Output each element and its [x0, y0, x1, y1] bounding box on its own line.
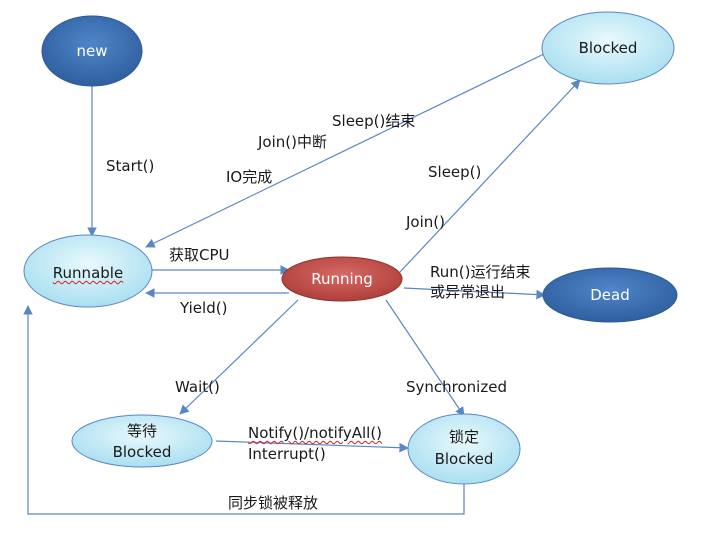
- node-dead: [542, 267, 678, 323]
- edge-label-wait: Wait(): [175, 378, 220, 396]
- edge-label-release-lock: 同步锁被释放: [228, 494, 319, 512]
- node-blocked-top: [541, 11, 675, 85]
- node-running: [281, 256, 403, 302]
- edge-label-synchronized: Synchronized: [406, 378, 507, 396]
- edge-label-io-done: IO完成: [226, 168, 273, 186]
- edge-label-interrupt: Interrupt(): [248, 445, 326, 463]
- node-runnable: [23, 234, 153, 308]
- edge-notify: [215, 440, 409, 453]
- node-wait-blocked: [71, 414, 213, 468]
- edge-label-run-end-2: 或异常退出: [430, 283, 506, 301]
- edge-label-sleep: Sleep(): [428, 163, 482, 181]
- edge-label-notify: Notify()/notifyAll(): [248, 424, 382, 442]
- edge-synchronized: [385, 299, 465, 417]
- edge-label-sleep-end: Sleep()结束: [332, 112, 416, 130]
- edge-blocked-to-runnable: [145, 51, 549, 248]
- edge-running-to-blocked: [399, 79, 581, 273]
- notify-text: Notify()/notifyAll(): [248, 424, 383, 442]
- edge-run-end: [403, 287, 546, 300]
- edge-label-join-interrupt: Join()中断: [258, 133, 327, 151]
- edge-release-lock: [23, 305, 465, 515]
- edge-label-get-cpu: 获取CPU: [169, 246, 230, 264]
- node-lock-blocked: [407, 413, 521, 485]
- edge-label-start: Start(): [106, 157, 155, 175]
- edge-wait: [179, 299, 299, 415]
- node-new: [41, 15, 143, 87]
- edge-label-run-end-1: Run()运行结束: [430, 263, 531, 281]
- edge-label-join: Join(): [406, 213, 445, 231]
- edge-label-yield: Yield(): [180, 299, 228, 317]
